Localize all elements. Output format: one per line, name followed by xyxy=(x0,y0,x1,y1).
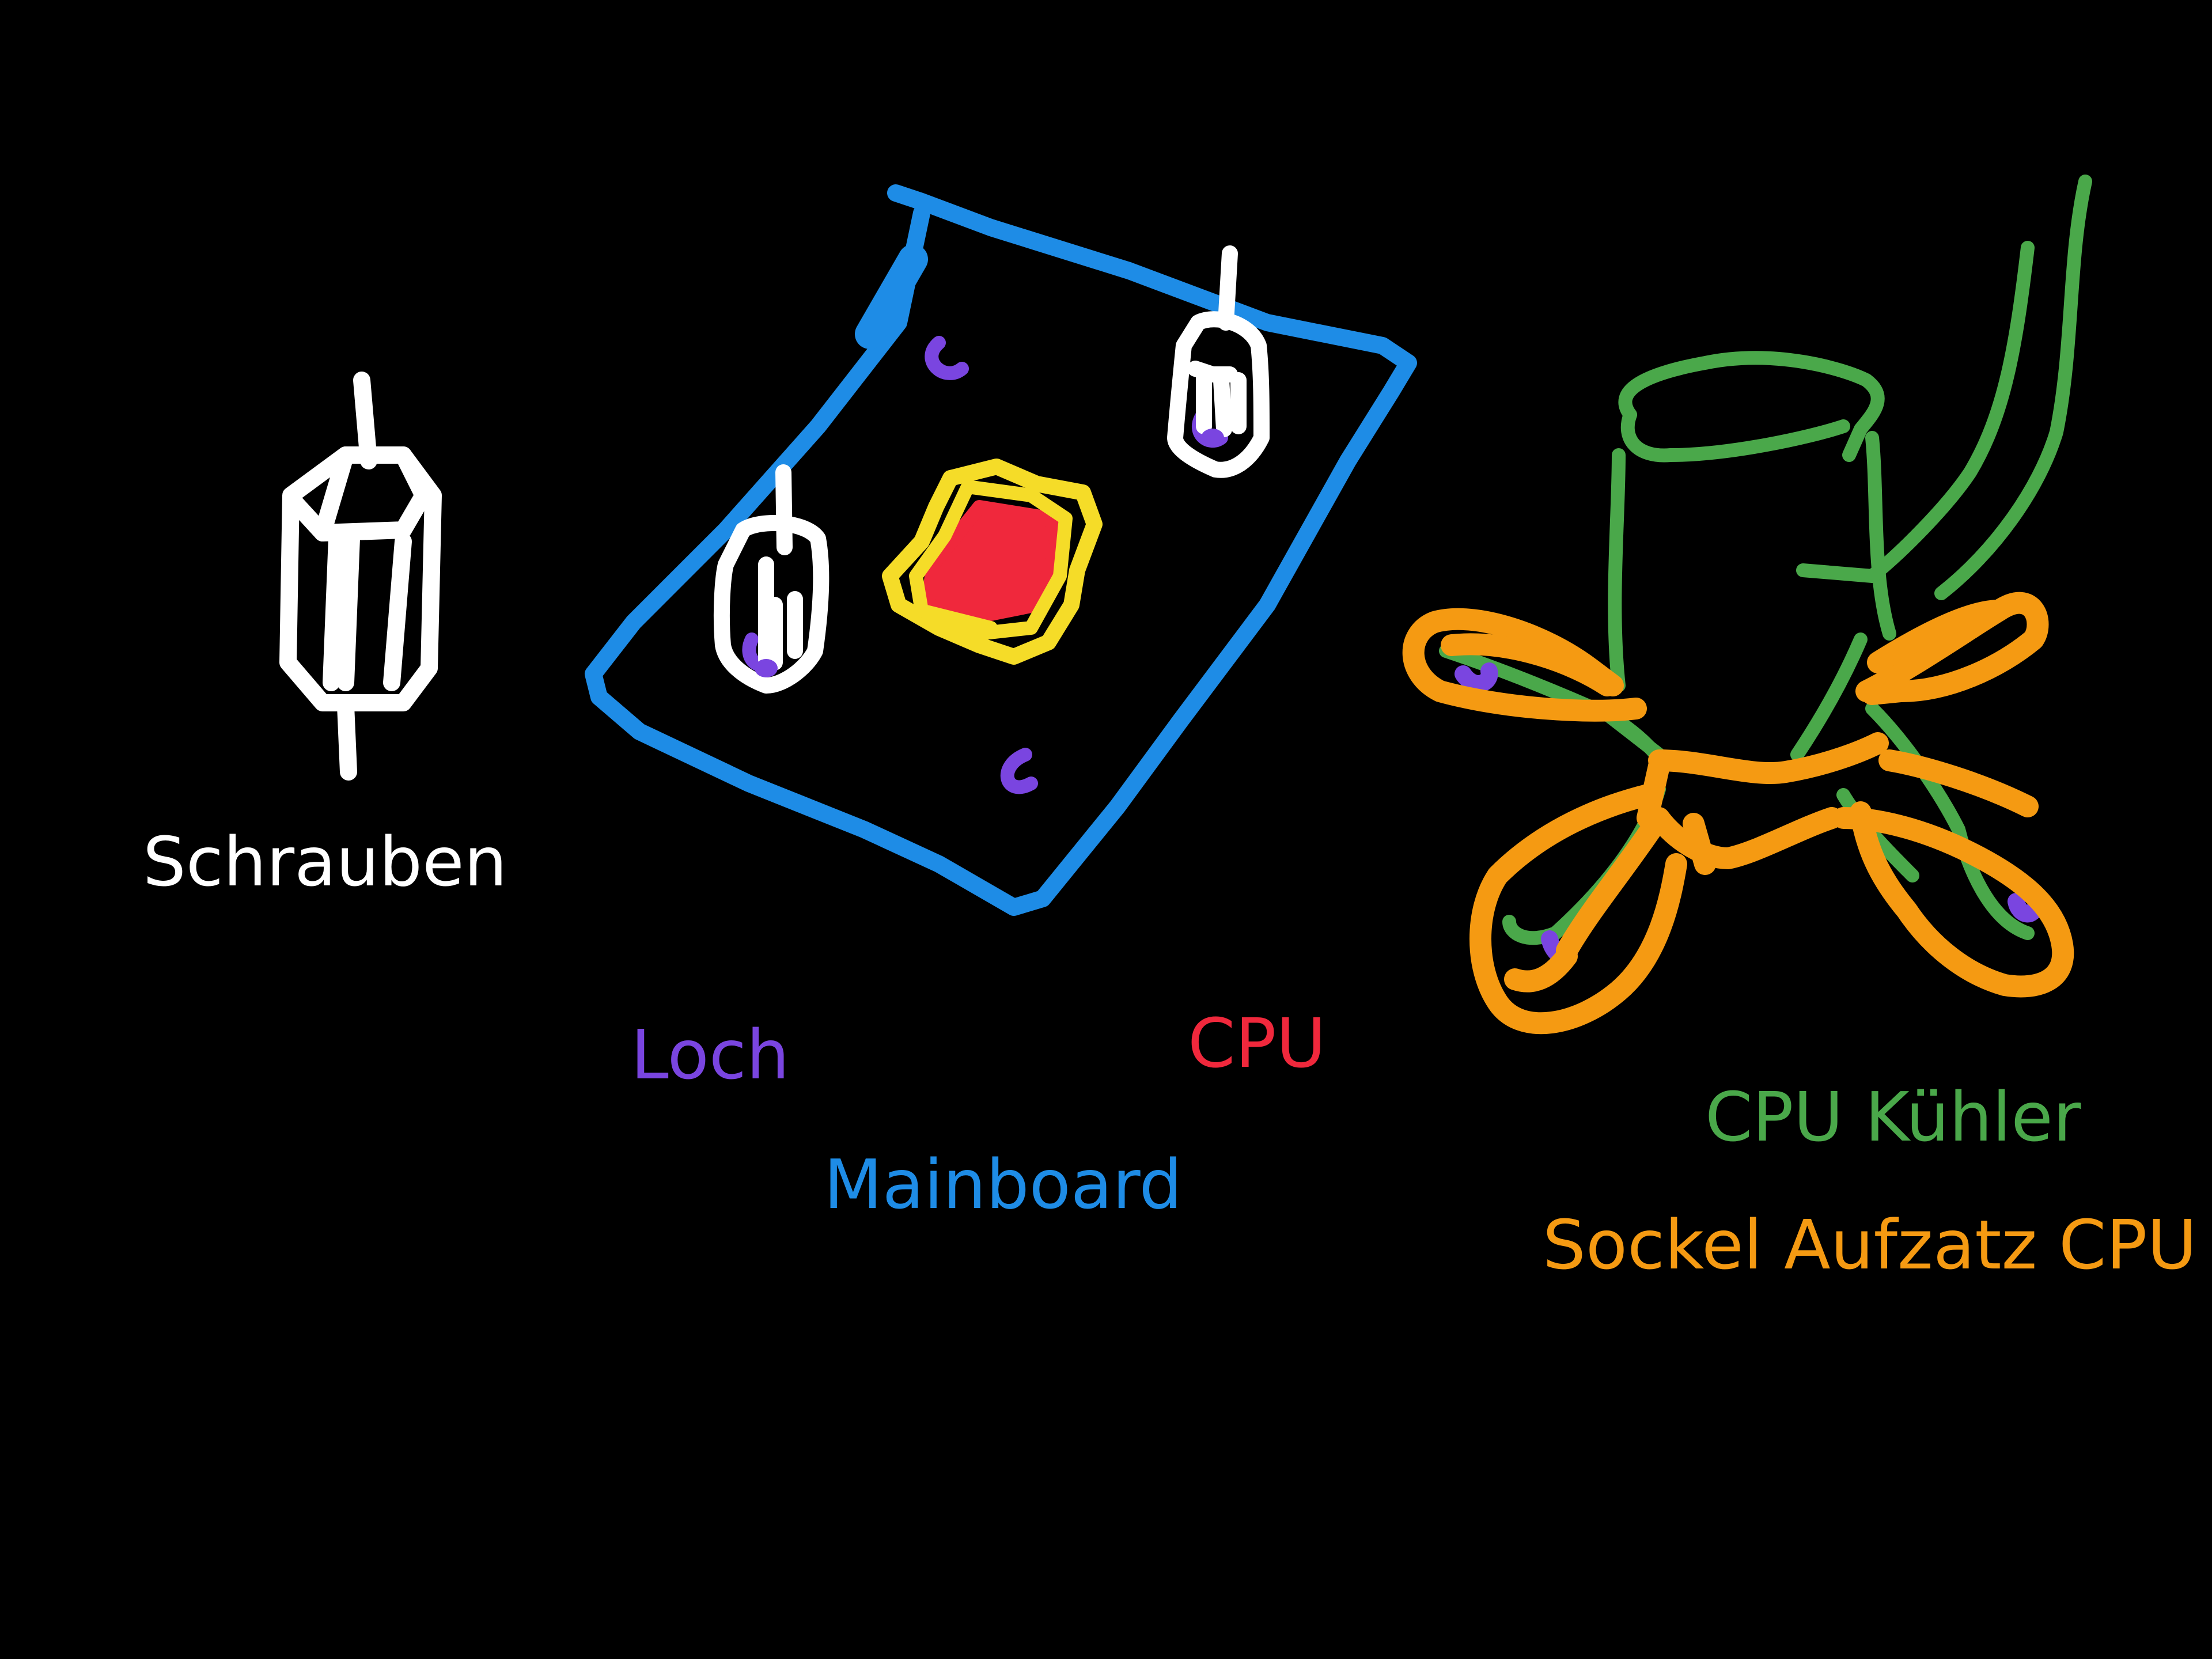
label-socket-mount: Sockel Aufzatz CPU xyxy=(1543,1205,2197,1285)
hole-mark xyxy=(925,336,969,380)
screw-holes xyxy=(755,429,1224,677)
mainboard-screw-right xyxy=(1167,245,1270,478)
label-cooler: CPU Kühler xyxy=(1705,1077,2081,1157)
hole-mark xyxy=(1455,662,1498,692)
mainboard-screw-left xyxy=(713,464,830,694)
screw-sketch-large xyxy=(279,372,442,781)
cpu-sketch xyxy=(882,459,1103,665)
label-mainboard: Mainboard xyxy=(824,1145,1183,1224)
hole-mark xyxy=(1000,748,1038,794)
label-hole: Loch xyxy=(631,1015,790,1094)
socket-mount-sketch xyxy=(1402,592,2074,1035)
cpu-cooler-sketch xyxy=(1439,175,2092,945)
label-cpu: CPU xyxy=(1188,1003,1326,1083)
label-screws: Schrauben xyxy=(143,822,507,902)
mainboard-sketch xyxy=(585,184,1417,916)
